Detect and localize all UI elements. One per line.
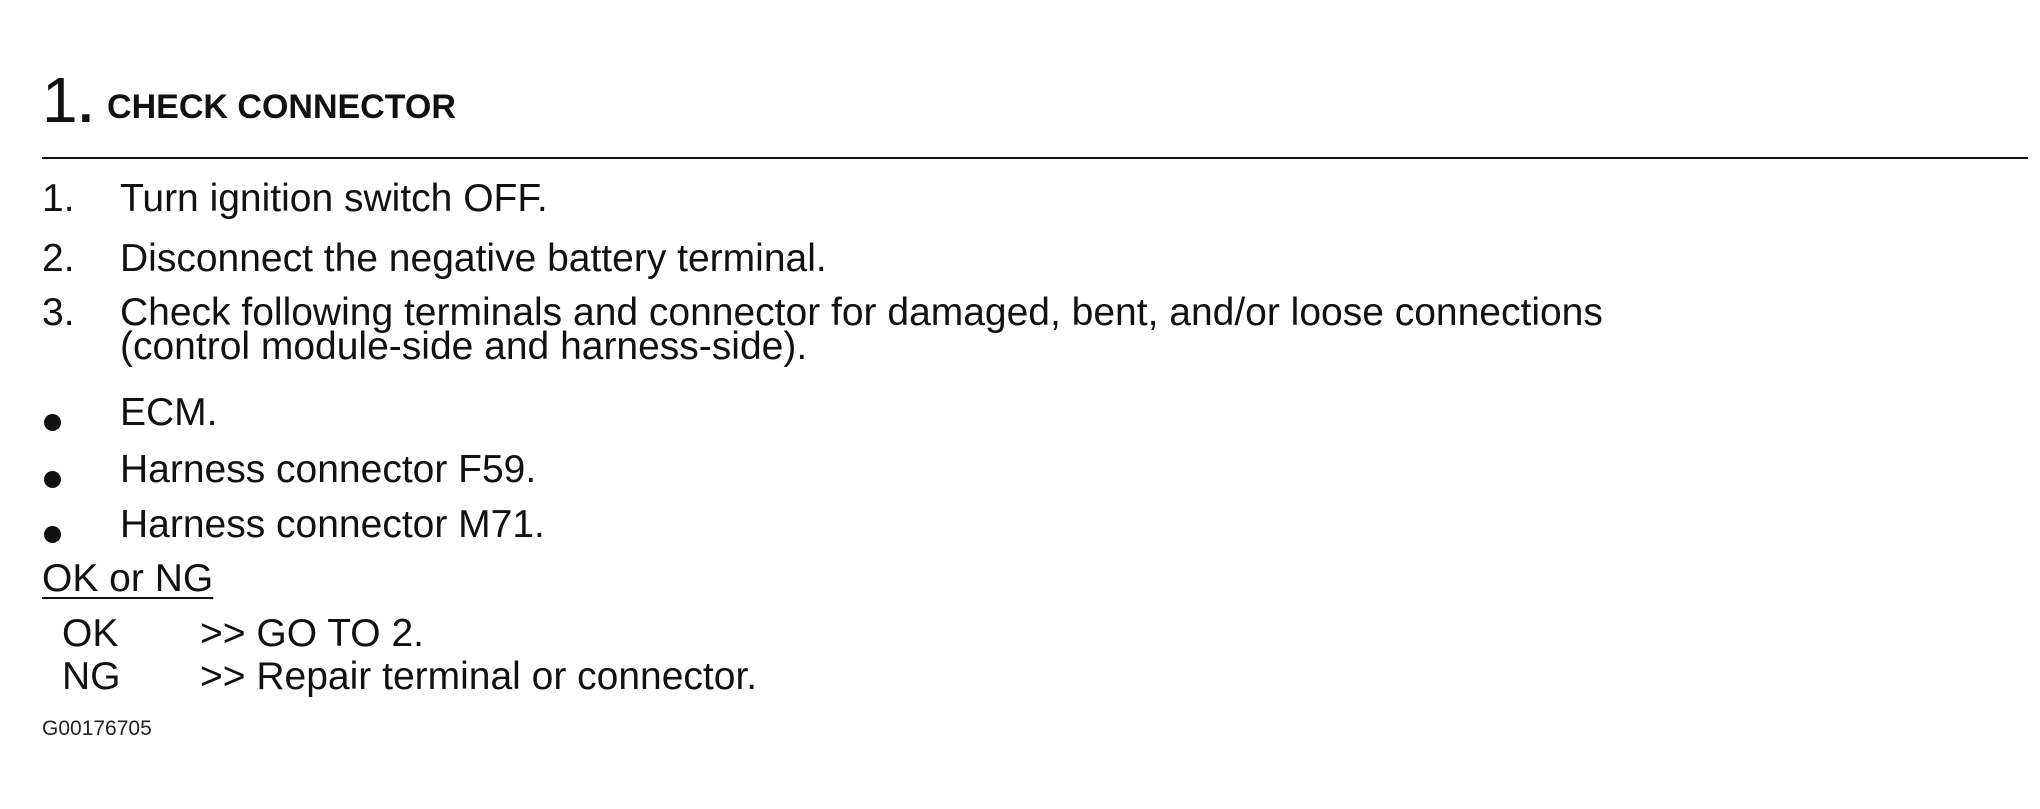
section-number-dot: . (78, 76, 94, 134)
reference-code: G00176705 (42, 717, 152, 740)
result-label-ok: OK (62, 612, 119, 655)
step-text-line-2: (control module-side and harness-side). (120, 325, 808, 368)
bullet-icon (44, 471, 61, 488)
step-marker: 3. (42, 291, 75, 334)
result-action-ok: >> GO TO 2. (200, 612, 425, 655)
result-heading: OK or NG (42, 557, 214, 600)
section-number: 1 (42, 64, 78, 136)
step-text: Disconnect the negative battery terminal… (120, 237, 827, 280)
list-item-text: Harness connector F59. (120, 448, 537, 491)
result-action-ng: >> Repair terminal or connector. (200, 655, 758, 698)
step-text: Turn ignition switch OFF. (120, 177, 548, 220)
bullet-icon (44, 526, 61, 543)
step-marker: 1. (42, 177, 75, 220)
section-heading: 1.CHECK CONNECTOR (42, 68, 456, 132)
step-marker: 2. (42, 237, 75, 280)
list-item-text: ECM. (120, 391, 218, 434)
heading-divider (42, 157, 2028, 159)
bullet-icon (44, 414, 61, 431)
step-text-line-1: Check following terminals and connector … (120, 291, 1603, 334)
list-item-text: Harness connector M71. (120, 503, 545, 546)
section-title: CHECK CONNECTOR (107, 88, 456, 126)
result-label-ng: NG (62, 655, 121, 698)
